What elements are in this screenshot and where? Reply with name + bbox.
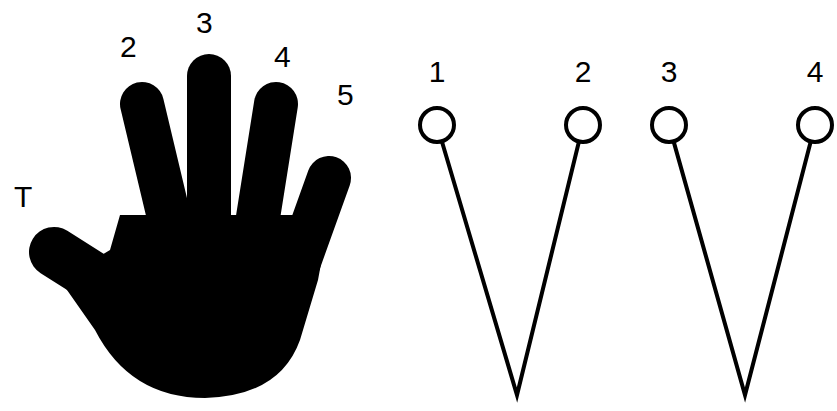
terminal-number: 1 xyxy=(407,55,467,89)
terminal-circle: 3 xyxy=(639,55,699,147)
finger-label: 3 xyxy=(196,6,213,40)
finger-label: 5 xyxy=(337,78,354,112)
finger-label: 2 xyxy=(120,30,137,64)
terminal-number: 3 xyxy=(639,55,699,89)
terminal-circle: 4 xyxy=(785,55,837,147)
circle-outline xyxy=(563,105,603,145)
v-connector xyxy=(674,141,811,395)
terminal-circle: 1 xyxy=(407,55,467,147)
v-connector xyxy=(442,141,579,395)
terminal-number: 2 xyxy=(553,55,613,89)
circle-outline xyxy=(795,105,835,145)
circle-outline xyxy=(649,105,689,145)
finger-label: T xyxy=(14,180,32,214)
terminal-circle: 2 xyxy=(553,55,613,147)
terminal-number: 4 xyxy=(785,55,837,89)
finger-label: 4 xyxy=(274,40,291,74)
circle-outline xyxy=(417,105,457,145)
